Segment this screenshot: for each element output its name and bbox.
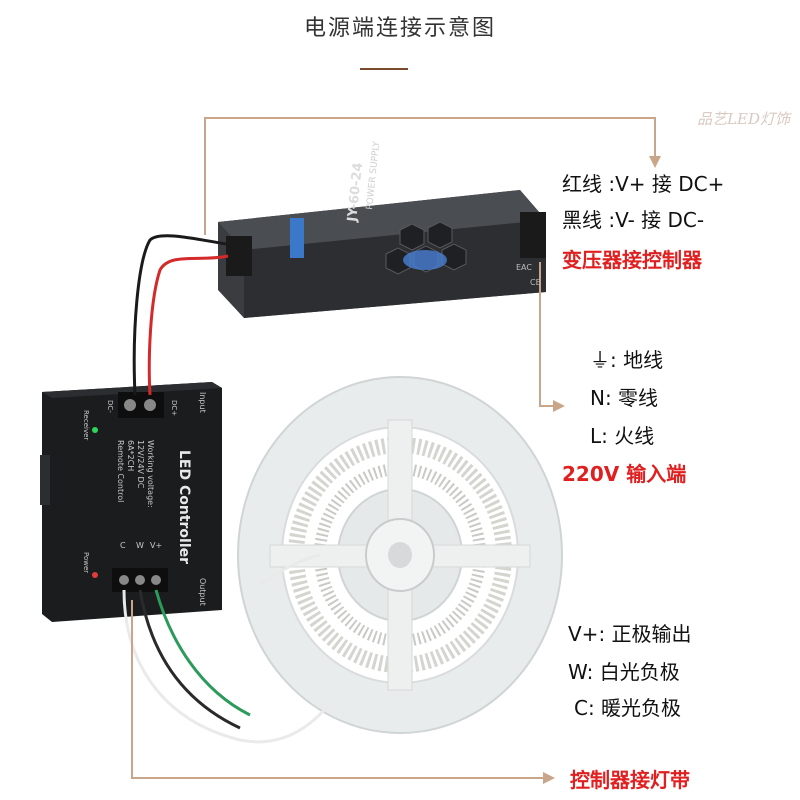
controller-spec-2: 12V/24V DC <box>136 440 145 489</box>
ground-note: ⏚: 地线 <box>590 344 663 373</box>
controller-output-label: Output <box>198 578 207 606</box>
controller-dc-minus: DC- <box>106 400 114 413</box>
psu-badge-ce: CE <box>530 278 541 287</box>
controller-spec-3: 6A*2CH <box>126 440 135 471</box>
controller-to-strip-caption: 控制器接灯带 <box>570 764 690 793</box>
controller-receiver-label: Receiver <box>82 410 90 440</box>
controller-input-label: Input <box>198 392 207 413</box>
live-note: L: 火线 <box>590 420 654 449</box>
controller-spec-1: Working voltage: <box>146 440 155 508</box>
controller-pin-v: V+ <box>150 541 162 550</box>
led-strip-reel <box>238 377 562 733</box>
psu-header-text: POWER SUPPLY <box>365 140 382 210</box>
neutral-note: N: 零线 <box>590 382 658 411</box>
controller-spec-4: Remote Control <box>116 440 125 502</box>
led-controller-unit <box>40 382 222 622</box>
power-supply-unit <box>218 190 546 318</box>
w-note: W: 白光负极 <box>568 656 680 685</box>
ac-input-caption: 220V 输入端 <box>562 458 686 487</box>
c-note: C: 暖光负极 <box>574 692 681 721</box>
controller-dc-plus: DC+ <box>170 400 178 416</box>
psu-to-controller-caption: 变压器接控制器 <box>562 244 702 273</box>
red-wire-note: 红线 :V+ 接 DC+ <box>562 168 724 197</box>
controller-pin-c: C <box>120 541 126 550</box>
controller-pin-w: W <box>136 541 144 550</box>
controller-name-text: LED Controller <box>176 450 192 564</box>
psu-badge-eac: EAC <box>516 263 532 272</box>
black-wire-note: 黑线 :V- 接 DC- <box>562 204 704 233</box>
v-plus-note: V+: 正极输出 <box>568 618 692 647</box>
controller-power-label: Power <box>82 552 90 573</box>
